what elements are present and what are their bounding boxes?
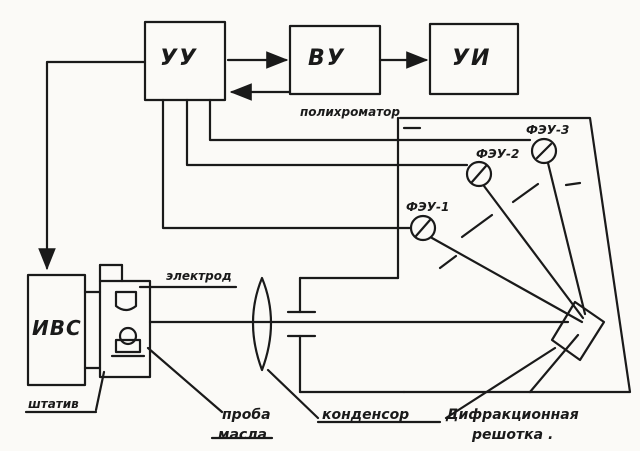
feu3-circle: [530, 137, 558, 165]
feu1-circle: [409, 214, 437, 242]
electrode-label: электрод: [166, 269, 232, 283]
electrode-shape: [114, 290, 138, 312]
block-ivs-box: [26, 273, 87, 387]
grating-label-line1: Дифракционная: [446, 407, 579, 423]
feu2-label: ФЭУ-2: [476, 147, 520, 161]
grating-plate: [550, 300, 606, 362]
feu1-label: ФЭУ-1: [406, 200, 450, 214]
polychromator-label: полихроматор: [300, 105, 401, 119]
block-ivs-label: ИВС: [32, 316, 82, 340]
grating-label-line2: решотка .: [472, 427, 554, 443]
block-uu-label: УУ: [160, 46, 198, 71]
feu2-circle: [465, 160, 493, 188]
stand-label: штатив: [28, 397, 79, 411]
block-ui-label: УИ: [452, 46, 492, 71]
oil-sample-label-line2: масла: [218, 427, 267, 443]
oil-sample-label-line1: проба: [222, 407, 271, 423]
condenser-lens: [251, 276, 273, 372]
block-vu-label: ВУ: [308, 46, 346, 71]
condenser-label: конденсор: [322, 407, 410, 423]
stand-frame: [98, 279, 152, 379]
feu3-label: ФЭУ-3: [526, 123, 570, 137]
block-ui-box: [428, 22, 520, 96]
